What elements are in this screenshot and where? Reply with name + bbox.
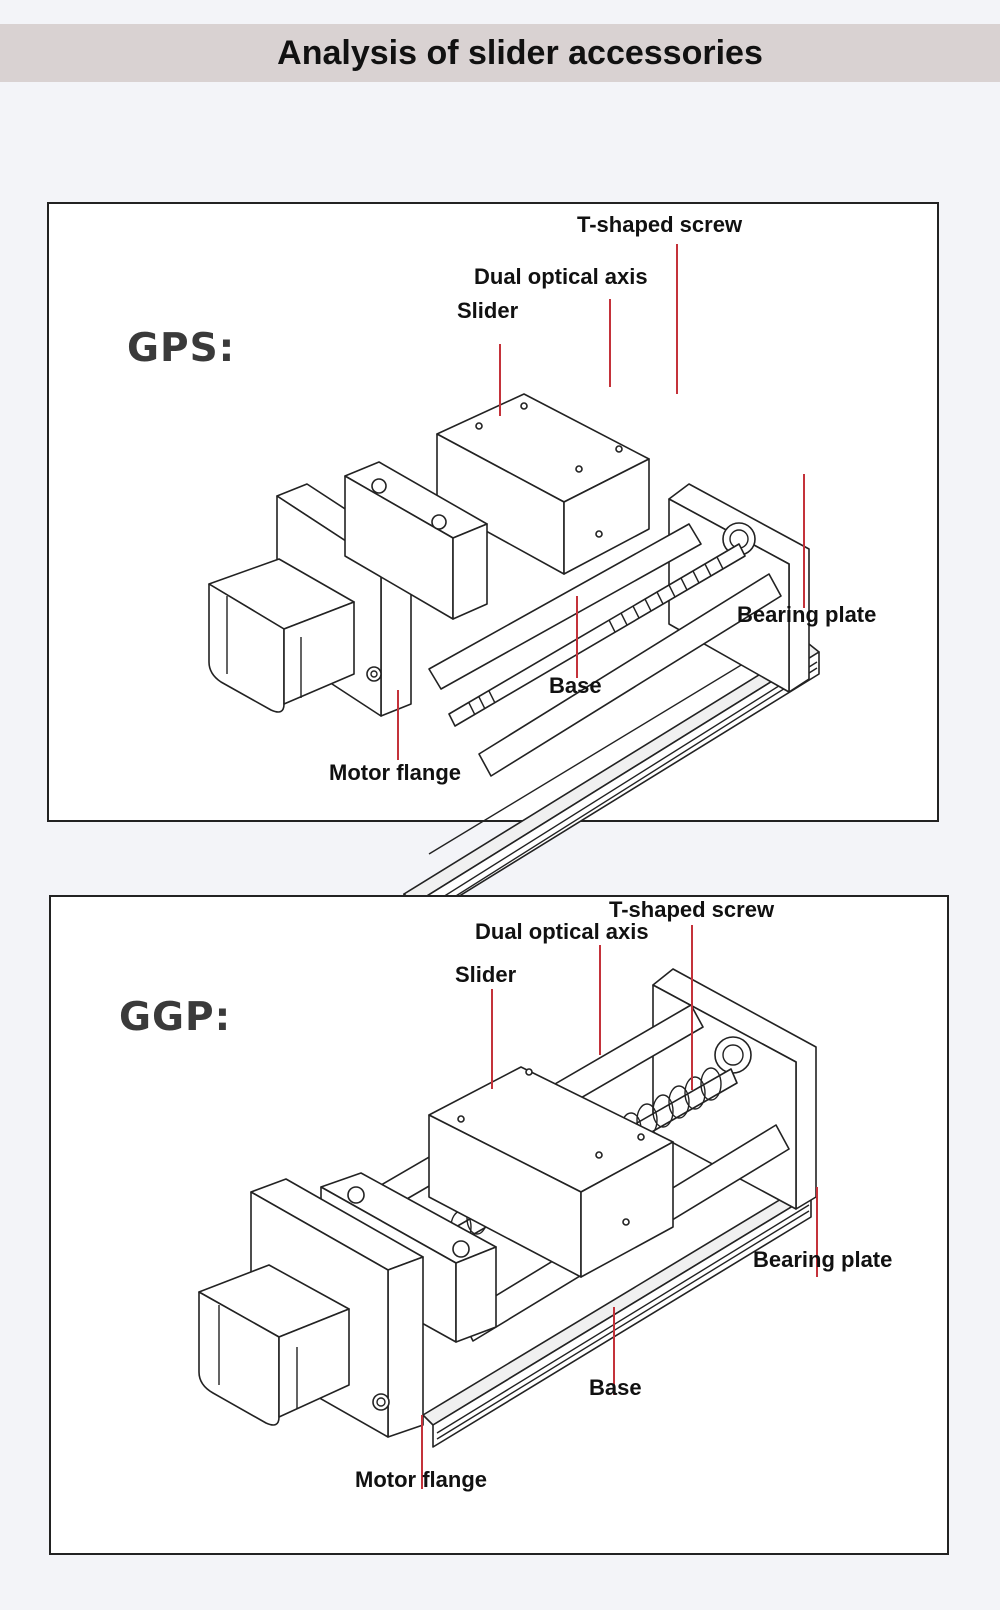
pointer-line-base (576, 596, 578, 678)
label-dual-optical-axis: Dual optical axis (474, 264, 648, 289)
label-t-shaped-screw: T-shaped screw (577, 212, 743, 237)
panel-label-gps: GPS: (127, 326, 236, 371)
pointer-line-optical-axis (609, 299, 611, 387)
pointer-line-t-screw (676, 244, 678, 394)
pointer-line-motor-flange (397, 690, 399, 760)
pointer-line-bearing-plate (803, 474, 805, 608)
label-slider: Slider (455, 962, 517, 987)
label-base: Base (589, 1375, 642, 1400)
screw-threads (468, 556, 724, 716)
label-motor-flange: Motor flange (355, 1467, 487, 1492)
label-motor-flange: Motor flange (329, 760, 461, 785)
label-slider: Slider (457, 298, 519, 323)
pointer-line-base (613, 1307, 615, 1395)
stepper-motor (208, 583, 285, 713)
label-bearing-plate: Bearing plate (737, 602, 877, 627)
label-t-shaped-screw: T-shaped screw (609, 897, 775, 922)
pointer-line-optical-axis (599, 945, 601, 1055)
pointer-line-bearing-plate (816, 1187, 818, 1277)
label-bearing-plate: Bearing plate (753, 1247, 893, 1272)
slider-block-side (563, 458, 650, 575)
label-dual-optical-axis: Dual optical axis (475, 919, 649, 944)
optical-axis-back (428, 523, 702, 690)
pointer-line-motor-flange (421, 1415, 423, 1489)
pointer-line-slider (491, 989, 493, 1089)
pointer-line-slider (499, 344, 501, 416)
diagram-panel-ggp: GGP: (49, 895, 949, 1555)
linear-slider-drawing-ggp (198, 968, 817, 1448)
label-base: Base (549, 673, 602, 698)
optical-axis-front (478, 573, 782, 777)
slider-block-side (580, 1141, 674, 1278)
page-title: Analysis of slider accessories (277, 33, 763, 72)
pointer-line-t-screw (691, 925, 693, 1090)
diagram-panel-gps: GPS: (47, 202, 939, 925)
linear-slider-drawing-gps (208, 393, 820, 925)
panel-label-ggp: GGP: (119, 995, 232, 1040)
header-band (0, 24, 1000, 82)
